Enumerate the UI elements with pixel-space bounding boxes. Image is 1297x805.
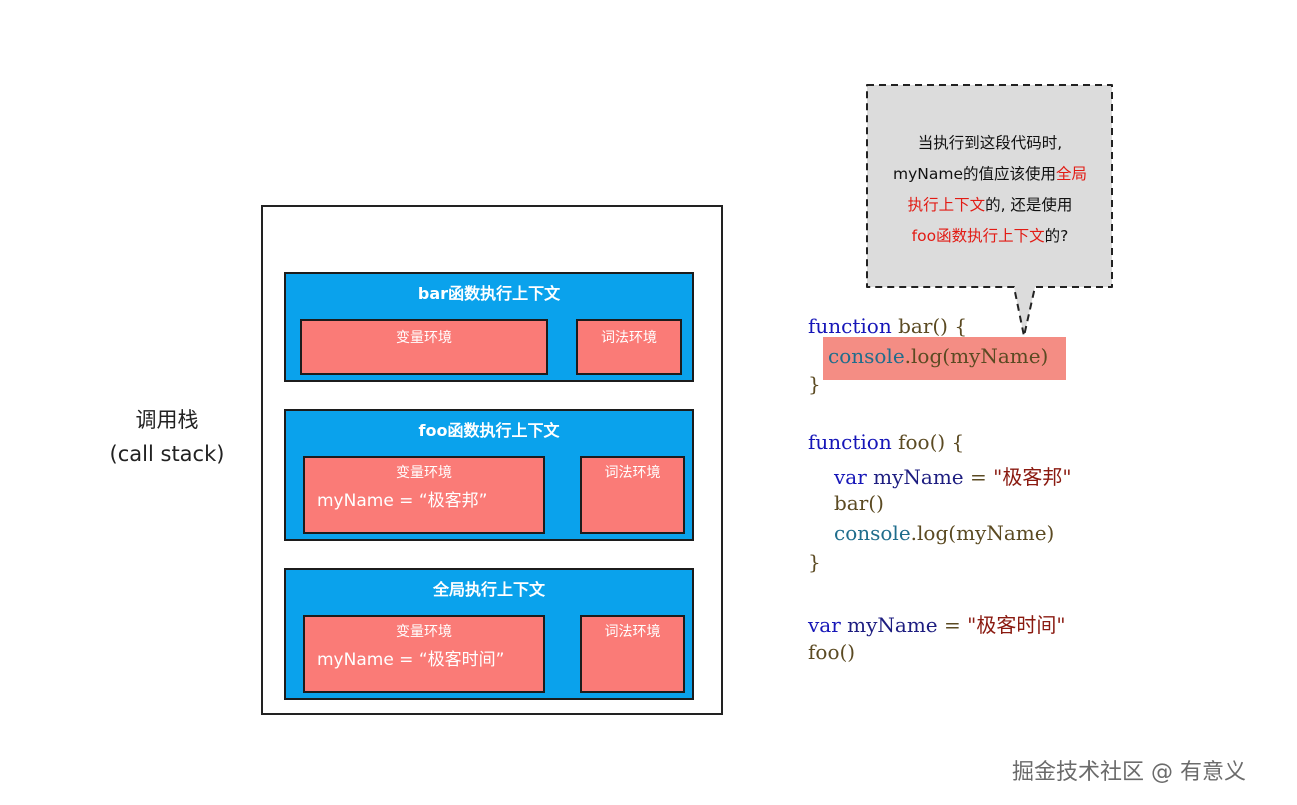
code-line-1: function bar() { [808, 314, 968, 338]
global-variable-myname: myName = “极客时间” [317, 650, 505, 670]
code-line-10: foo() [808, 640, 856, 664]
code-line-8: } [808, 550, 821, 574]
global-variable-env-title: 变量环境 [396, 624, 452, 640]
foo-context-title: foo函数执行上下文 [418, 421, 560, 440]
watermark: 掘金技术社区 @ 有意义 [1012, 760, 1246, 785]
bar-variable-env-title: 变量环境 [396, 330, 452, 346]
call-stack-label-en: (call stack) [109, 442, 225, 466]
bubble-line-2: myName的值应该使用全局 [892, 165, 1088, 183]
global-lexical-env-title: 词法环境 [604, 624, 661, 640]
code-highlight [823, 337, 1066, 380]
code-line-5: var myName = "极客邦" [834, 465, 1072, 489]
code-line-6: bar() [834, 491, 884, 515]
foo-execution-context: foo函数执行上下文 变量环境 myName = “极客邦” 词法环境 [284, 409, 694, 541]
foo-variable-env: 变量环境 myName = “极客邦” [303, 456, 545, 534]
bar-lexical-env-title: 词法环境 [601, 330, 657, 346]
bubble-text: 当执行到这段代码时, myName的值应该使用全局 执行上下文的, 还是使用 f… [868, 128, 1112, 252]
foo-variable-myname: myName = “极客邦” [317, 491, 488, 511]
global-execution-context: 全局执行上下文 变量环境 myName = “极客时间” 词法环境 [284, 568, 694, 700]
bubble-line-4: foo函数执行上下文的? [911, 227, 1069, 245]
call-stack-label: 调用栈 (call stack) [92, 403, 242, 471]
question-bubble: 当执行到这段代码时, myName的值应该使用全局 执行上下文的, 还是使用 f… [864, 82, 1116, 340]
bar-lexical-env: 词法环境 [576, 319, 682, 375]
bubble-shape [866, 84, 1113, 337]
code-line-7: console.log(myName) [834, 521, 1055, 545]
bar-variable-env: 变量环境 [300, 319, 548, 375]
foo-lexical-env: 词法环境 [580, 456, 685, 534]
code-line-4: function foo() { [808, 430, 965, 454]
code-line-9: var myName = "极客时间" [808, 613, 1066, 637]
call-stack-label-cn: 调用栈 [135, 408, 199, 432]
bubble-line-3: 执行上下文的, 还是使用 [907, 196, 1073, 214]
bar-execution-context: bar函数执行上下文 变量环境 词法环境 [284, 272, 694, 382]
global-lexical-env: 词法环境 [580, 615, 685, 693]
foo-lexical-env-title: 词法环境 [604, 465, 661, 481]
foo-variable-env-title: 变量环境 [396, 465, 452, 481]
bubble-line-1: 当执行到这段代码时, [917, 134, 1063, 152]
global-context-title: 全局执行上下文 [432, 580, 545, 599]
bar-context-title: bar函数执行上下文 [417, 284, 561, 303]
code-line-2: console.log(myName) [828, 344, 1049, 368]
global-variable-env: 变量环境 myName = “极客时间” [303, 615, 545, 693]
code-line-3: } [808, 372, 821, 396]
